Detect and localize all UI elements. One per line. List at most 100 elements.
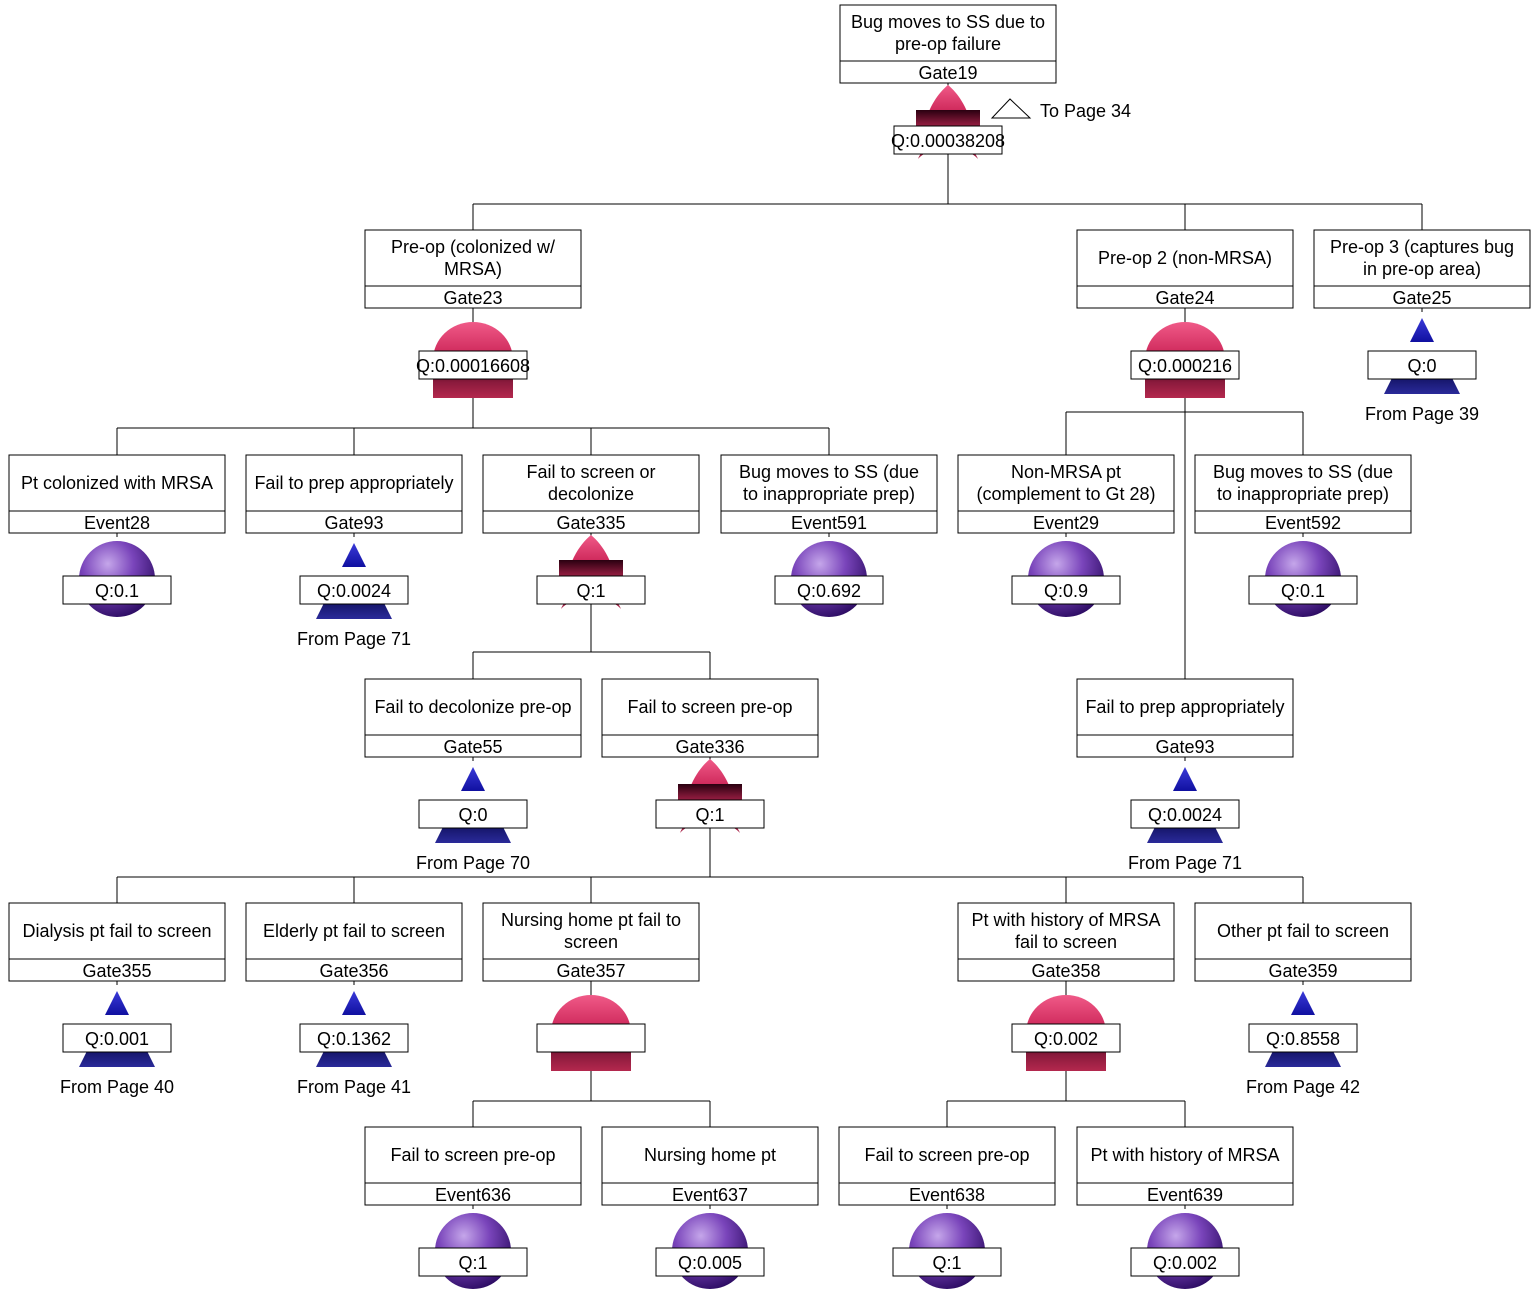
node-description-box — [8, 454, 226, 512]
fault-tree-node-gate23[interactable]: Pre-op (colonized w/MRSA)Gate23Q:0.00016… — [364, 229, 582, 398]
probability-value: Q:1 — [576, 581, 605, 601]
node-id-label: Event28 — [84, 513, 150, 533]
transfer-in-top-icon — [342, 991, 366, 1015]
node-description-text: MRSA) — [444, 259, 502, 279]
node-description-text: decolonize — [548, 484, 634, 504]
probability-box — [892, 1247, 1002, 1277]
transfer-out-label[interactable]: To Page 34 — [1040, 101, 1131, 121]
probability-value: Q:0.1 — [95, 581, 139, 601]
probability-value: Q:0.005 — [678, 1253, 742, 1273]
node-description-text: Fail to screen pre-op — [864, 1145, 1029, 1165]
node-description-text: pre-op failure — [895, 34, 1001, 54]
from-page-label[interactable]: From Page 41 — [297, 1077, 411, 1097]
from-page-label[interactable]: From Page 40 — [60, 1077, 174, 1097]
probability-value: Q:0.001 — [85, 1029, 149, 1049]
probability-value: Q:0.0024 — [1148, 805, 1222, 825]
node-description-text: in pre-op area) — [1363, 259, 1481, 279]
probability-box — [1011, 1023, 1121, 1053]
from-page-label[interactable]: From Page 71 — [297, 629, 411, 649]
probability-box — [536, 1023, 646, 1053]
node-id-label: Gate358 — [1031, 961, 1100, 981]
probability-box — [893, 125, 1003, 155]
node-description-text: to inappropriate prep) — [1217, 484, 1389, 504]
node-description-text: Other pt fail to screen — [1217, 921, 1389, 941]
probability-box — [655, 799, 765, 829]
probability-box — [62, 575, 172, 605]
from-page-label[interactable]: From Page 71 — [1128, 853, 1242, 873]
node-description-text: Fail to screen pre-op — [627, 697, 792, 717]
node-id-label: Gate359 — [1268, 961, 1337, 981]
fault-tree-node-gate93[interactable]: Fail to prep appropriatelyGate93Q:0.0024… — [1076, 678, 1294, 873]
probability-value: Q:0.1 — [1281, 581, 1325, 601]
probability-value: Q:0.9 — [1044, 581, 1088, 601]
node-description-text: Bug moves to SS (due — [739, 462, 919, 482]
probability-value: Q:0.002 — [1034, 1029, 1098, 1049]
node-description-text: fail to screen — [1015, 932, 1117, 952]
probability-value: Q:0.00038208 — [891, 131, 1005, 151]
probability-value: Q:1 — [932, 1253, 961, 1273]
node-id-label: Gate19 — [918, 63, 977, 83]
from-page-label[interactable]: From Page 39 — [1365, 404, 1479, 424]
node-id-label: Gate24 — [1155, 288, 1214, 308]
node-description-box — [1076, 1126, 1294, 1184]
node-description-text: Pre-op (colonized w/ — [391, 237, 555, 257]
node-description-text: Nursing home pt fail to — [501, 910, 681, 930]
fault-tree-node-event29[interactable]: Non-MRSA pt(complement to Gt 28)Event29Q… — [957, 454, 1175, 617]
probability-box — [774, 575, 884, 605]
node-id-label: Event29 — [1033, 513, 1099, 533]
node-description-box — [839, 4, 1057, 62]
probability-box — [1011, 575, 1121, 605]
fault-tree-node-gate359[interactable]: Other pt fail to screenGate359Q:0.8558Fr… — [1194, 902, 1412, 1097]
probability-box — [1248, 575, 1358, 605]
node-description-box — [1076, 678, 1294, 736]
node-description-box — [364, 229, 582, 287]
probability-box — [536, 575, 646, 605]
probability-box — [299, 575, 409, 605]
node-id-label: Event591 — [791, 513, 867, 533]
node-description-text: Elderly pt fail to screen — [263, 921, 445, 941]
probability-value: Q:0 — [458, 805, 487, 825]
node-id-label: Event592 — [1265, 513, 1341, 533]
node-description-box — [601, 1126, 819, 1184]
node-id-label: Gate335 — [556, 513, 625, 533]
probability-value: Q:0.002 — [1153, 1253, 1217, 1273]
fault-tree-node-gate355[interactable]: Dialysis pt fail to screenGate355Q:0.001… — [8, 902, 226, 1097]
probability-value: Q:0.8558 — [1266, 1029, 1340, 1049]
transfer-in-top-icon — [105, 991, 129, 1015]
from-page-label[interactable]: From Page 42 — [1246, 1077, 1360, 1097]
node-description-text: Bug moves to SS due to — [851, 12, 1045, 32]
node-description-box — [364, 1126, 582, 1184]
node-id-label: Gate357 — [556, 961, 625, 981]
node-description-text: Pt with history of MRSA — [1090, 1145, 1279, 1165]
transfer-in-top-icon — [461, 767, 485, 791]
probability-box — [1130, 799, 1240, 829]
node-description-text: Fail to decolonize pre-op — [374, 697, 571, 717]
probability-box — [1248, 1023, 1358, 1053]
node-id-label: Gate23 — [443, 288, 502, 308]
node-description-text: Pre-op 2 (non-MRSA) — [1098, 248, 1272, 268]
fault-tree-node-gate93[interactable]: Fail to prep appropriatelyGate93Q:0.0024… — [245, 454, 463, 649]
probability-value: Q:0 — [1407, 356, 1436, 376]
node-description-text: to inappropriate prep) — [743, 484, 915, 504]
node-description-text: Fail to screen pre-op — [390, 1145, 555, 1165]
fault-tree-node-gate356[interactable]: Elderly pt fail to screenGate356Q:0.1362… — [245, 902, 463, 1097]
node-description-text: Pre-op 3 (captures bug — [1330, 237, 1514, 257]
node-description-box — [957, 902, 1175, 960]
from-page-label[interactable]: From Page 70 — [416, 853, 530, 873]
